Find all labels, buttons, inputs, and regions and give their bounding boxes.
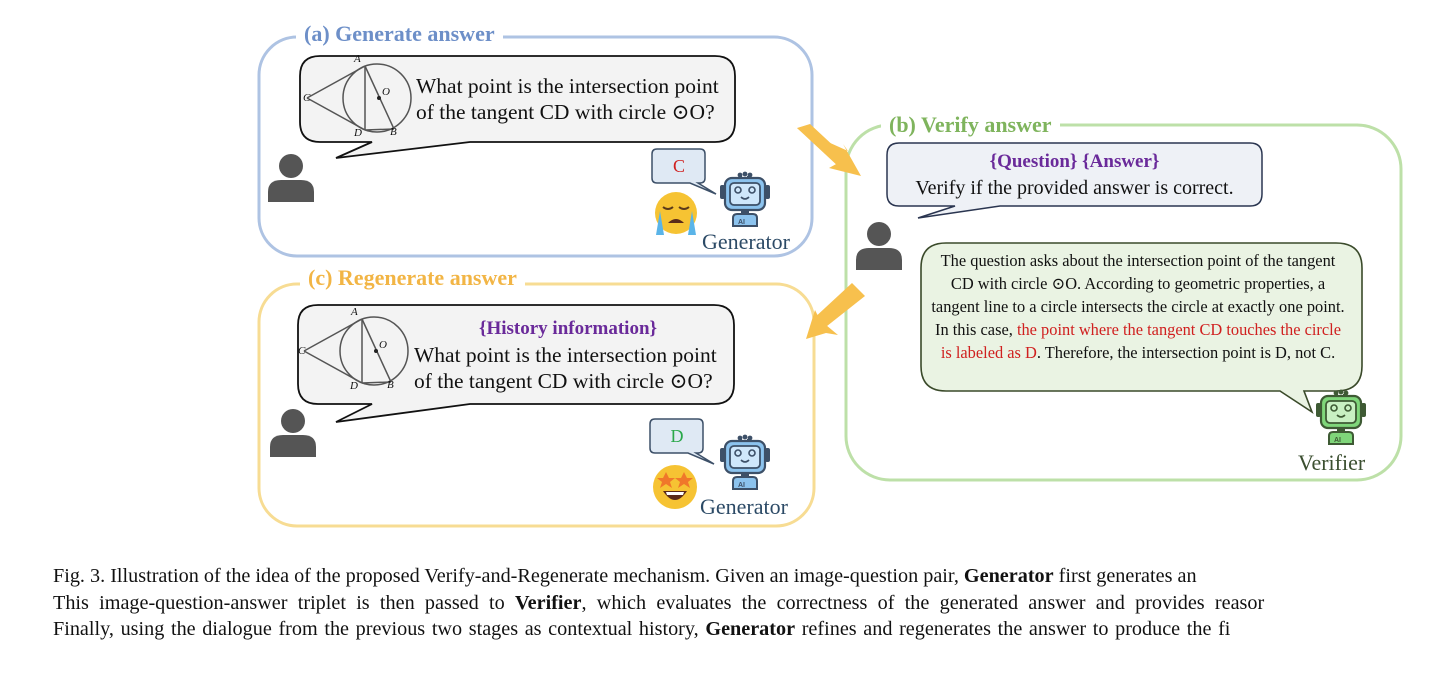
- panel-b-title: (b) Verify answer: [881, 112, 1060, 138]
- caption-line-1: Fig. 3. Illustration of the idea of the …: [53, 563, 1455, 590]
- geo-label-c-C: C: [298, 345, 306, 357]
- caption-line2-text: This image-question-answer triplet is th…: [53, 591, 515, 614]
- caption-line1-tail: first generates an: [1053, 565, 1197, 587]
- prompt-c-header: {History information}: [478, 318, 658, 339]
- verifier-response-highlight: the point where the tangent CD touches t…: [940, 320, 1341, 363]
- answer-bubble-c: [649, 418, 715, 465]
- panel-a-frame: [257, 35, 814, 258]
- caption-line-3: Finally, using the dialogue from the pre…: [53, 616, 1455, 643]
- geo-label-a-C: C: [303, 92, 311, 104]
- caption-line-2: This image-question-answer triplet is th…: [53, 590, 1455, 617]
- generator-robot-icon-c: [718, 433, 772, 491]
- panel-a-title: (a) Generate answer: [296, 21, 503, 47]
- caption-generator-bold-2: Generator: [705, 618, 796, 640]
- geo-label-c-B: B: [387, 379, 394, 391]
- person-icon-c: [270, 409, 316, 457]
- panel-c-frame: [257, 282, 816, 528]
- caption-line2-tail: , which evaluates the correctness of the…: [581, 591, 1265, 614]
- verifier-label: Verifier: [1298, 450, 1366, 475]
- geo-label-a-B: B: [390, 126, 397, 138]
- verifier-robot-icon: [1314, 388, 1368, 446]
- response-bubble-b: [920, 242, 1363, 415]
- verifier-response-part2: . Therefore, the intersection point is D…: [1036, 343, 1336, 363]
- verifier-response-part1: The question asks about the intersection…: [931, 251, 1345, 340]
- question-a-line2: of the tangent CD with circle ⊙O?: [416, 100, 715, 124]
- generator-robot-icon-a: [718, 170, 772, 228]
- arrow-a-to-b-shaft: [797, 124, 852, 168]
- answer-a: C: [672, 156, 685, 176]
- person-icon-b: [856, 222, 902, 270]
- question-a-line1: What point is the intersection point: [416, 74, 719, 98]
- person-icon-a: [268, 154, 314, 202]
- caption-generator-bold: Generator: [963, 565, 1054, 587]
- verifier-response: The question asks about the intersection…: [930, 249, 1346, 364]
- question-bubble-c: [297, 304, 735, 423]
- prompt-b-header: {Question} {Answer}: [989, 151, 1160, 172]
- answer-bubble-a: [651, 148, 717, 195]
- arrow-b-to-c-shaft: [812, 283, 865, 330]
- caption-line3-text: Finally, using the dialogue from the pre…: [53, 618, 706, 640]
- arrow-b-to-c-icon: [806, 310, 838, 339]
- caption-line1-text: Fig. 3. Illustration of the idea of the …: [53, 565, 964, 587]
- generator-label-a: Generator: [702, 229, 790, 254]
- caption-line3-tail: refines and regenerates the answer to pr…: [795, 618, 1231, 640]
- answer-c: D: [670, 426, 684, 446]
- prompt-bubble-b: [886, 142, 1263, 219]
- geo-label-a-O: O: [382, 86, 390, 98]
- figure-caption: Fig. 3. Illustration of the idea of the …: [53, 563, 1455, 643]
- prompt-b-text: Verify if the provided answer is correct…: [915, 177, 1234, 199]
- question-c-line1: What point is the intersection point: [414, 343, 717, 367]
- question-bubble-a: [299, 55, 736, 159]
- star-struck-face-icon: [653, 465, 697, 509]
- caption-verifier-bold: Verifier: [514, 591, 582, 614]
- crying-face-icon: [655, 192, 697, 235]
- geo-label-a-D: D: [354, 127, 362, 139]
- geo-label-c-D: D: [350, 380, 358, 392]
- geo-label-c-A: A: [351, 306, 358, 318]
- generator-label-c: Generator: [700, 494, 788, 519]
- question-c-line2: of the tangent CD with circle ⊙O?: [414, 369, 713, 393]
- panel-c-title: (c) Regenerate answer: [300, 265, 525, 291]
- geo-label-a-A: A: [354, 53, 361, 65]
- geo-label-c-O: O: [379, 339, 387, 351]
